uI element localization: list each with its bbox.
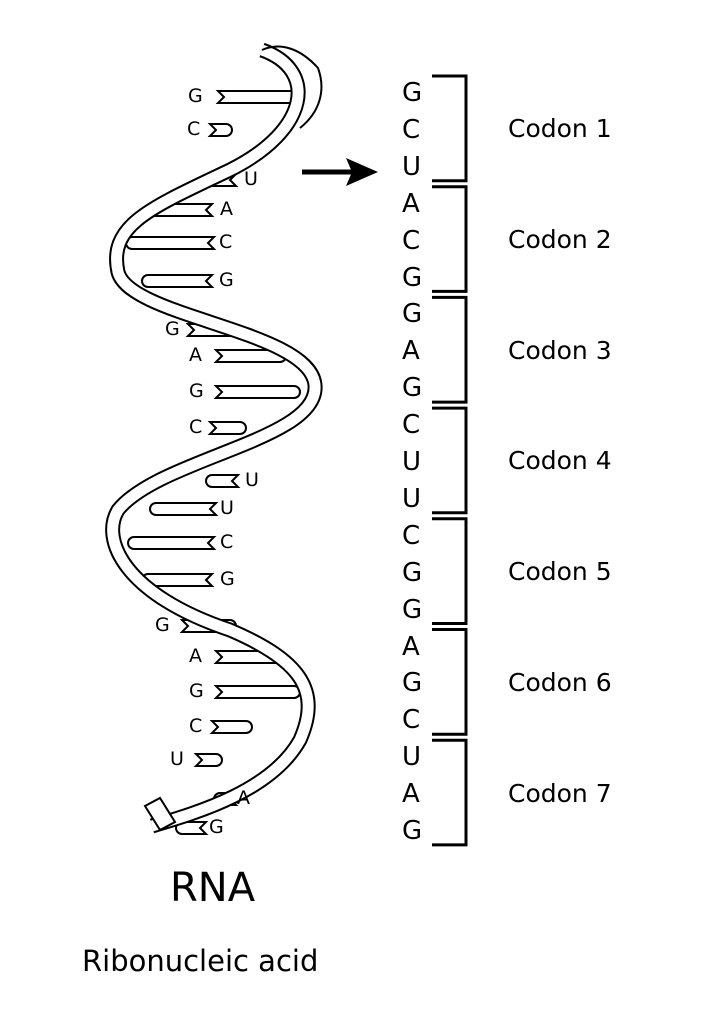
helix-base-label: U xyxy=(220,497,234,519)
right-arrow-icon xyxy=(302,158,378,186)
codon-bracket xyxy=(432,185,468,293)
base-rung xyxy=(207,421,247,435)
base-rung xyxy=(127,536,217,550)
base-rung xyxy=(213,685,301,699)
sequence-base: G xyxy=(402,557,423,588)
base-rung xyxy=(149,502,219,516)
diagram-subtitle: Ribonucleic acid xyxy=(82,944,319,978)
codon-label: Codon 4 xyxy=(508,446,612,476)
sequence-base: A xyxy=(402,779,420,810)
sequence-base: A xyxy=(402,188,420,219)
helix-base-label: U xyxy=(245,469,259,491)
sequence-base: G xyxy=(402,262,423,293)
base-rung xyxy=(205,474,241,488)
sequence-base: C xyxy=(402,705,421,736)
sequence-base: C xyxy=(402,225,421,256)
base-rung xyxy=(207,123,233,137)
codon-bracket xyxy=(432,74,468,183)
sequence-base: U xyxy=(402,742,422,773)
helix-base-label: A xyxy=(189,344,202,366)
helix-base-label: G xyxy=(189,680,204,702)
sequence-base: U xyxy=(402,151,422,182)
sequence-base: A xyxy=(402,336,420,367)
base-rung xyxy=(125,236,217,250)
base-rung xyxy=(193,753,223,767)
helix-base-label: G xyxy=(219,269,234,291)
sequence-base: G xyxy=(402,78,423,108)
helix-base-label: G xyxy=(189,380,204,402)
codon-label: Codon 2 xyxy=(508,225,612,255)
sequence-base: G xyxy=(402,668,423,699)
backbone-outline xyxy=(105,42,323,834)
helix-base-label: A xyxy=(189,645,202,667)
helix-base-label: C xyxy=(219,231,233,253)
sequence-base: G xyxy=(402,594,423,625)
sequence-base: G xyxy=(402,816,423,846)
helix-base-label: C xyxy=(189,416,203,438)
codon-label: Codon 1 xyxy=(508,114,612,144)
base-rung xyxy=(209,720,253,734)
codon-label: Codon 5 xyxy=(508,557,612,587)
sequence-base: G xyxy=(402,373,423,404)
helix-base-label: C xyxy=(189,715,203,737)
diagram-title: RNA xyxy=(170,865,256,911)
codon-bracket xyxy=(432,406,468,515)
helix-base-label: A xyxy=(237,787,250,809)
backbone-ribbon xyxy=(107,44,321,832)
codon-label: Codon 7 xyxy=(508,778,612,808)
helix-base-label: G xyxy=(220,568,235,590)
codon-label: Codon 6 xyxy=(508,667,612,697)
base-rung xyxy=(141,274,215,288)
base-rung xyxy=(215,90,299,104)
codon-bracket xyxy=(432,628,468,736)
ribbon-end xyxy=(143,796,177,832)
sequence-base: C xyxy=(402,114,421,145)
codon-bracket xyxy=(432,295,468,404)
codon-bracket xyxy=(432,738,468,847)
sequence-base: G xyxy=(402,299,423,330)
helix-base-label: C xyxy=(187,118,201,140)
helix-base-label: A xyxy=(220,198,233,220)
helix-base-label: G xyxy=(165,318,180,340)
helix-base-label: G xyxy=(188,85,203,107)
codon-label: Codon 3 xyxy=(508,335,612,365)
helix-base-label: G xyxy=(209,816,224,838)
helix-base-label: C xyxy=(220,531,234,553)
sequence-base: A xyxy=(402,631,420,662)
helix-base-label: U xyxy=(170,748,184,770)
ribbon-top-fold xyxy=(261,45,323,129)
sequence-base: C xyxy=(402,520,421,551)
codon-bracket xyxy=(432,517,468,625)
base-rung xyxy=(213,385,301,399)
helix-base-label: U xyxy=(244,168,258,190)
sequence-base: U xyxy=(402,447,422,477)
helix-base-label: G xyxy=(155,614,170,636)
sequence-base: C xyxy=(402,410,421,441)
sequence-base: U xyxy=(402,483,422,514)
